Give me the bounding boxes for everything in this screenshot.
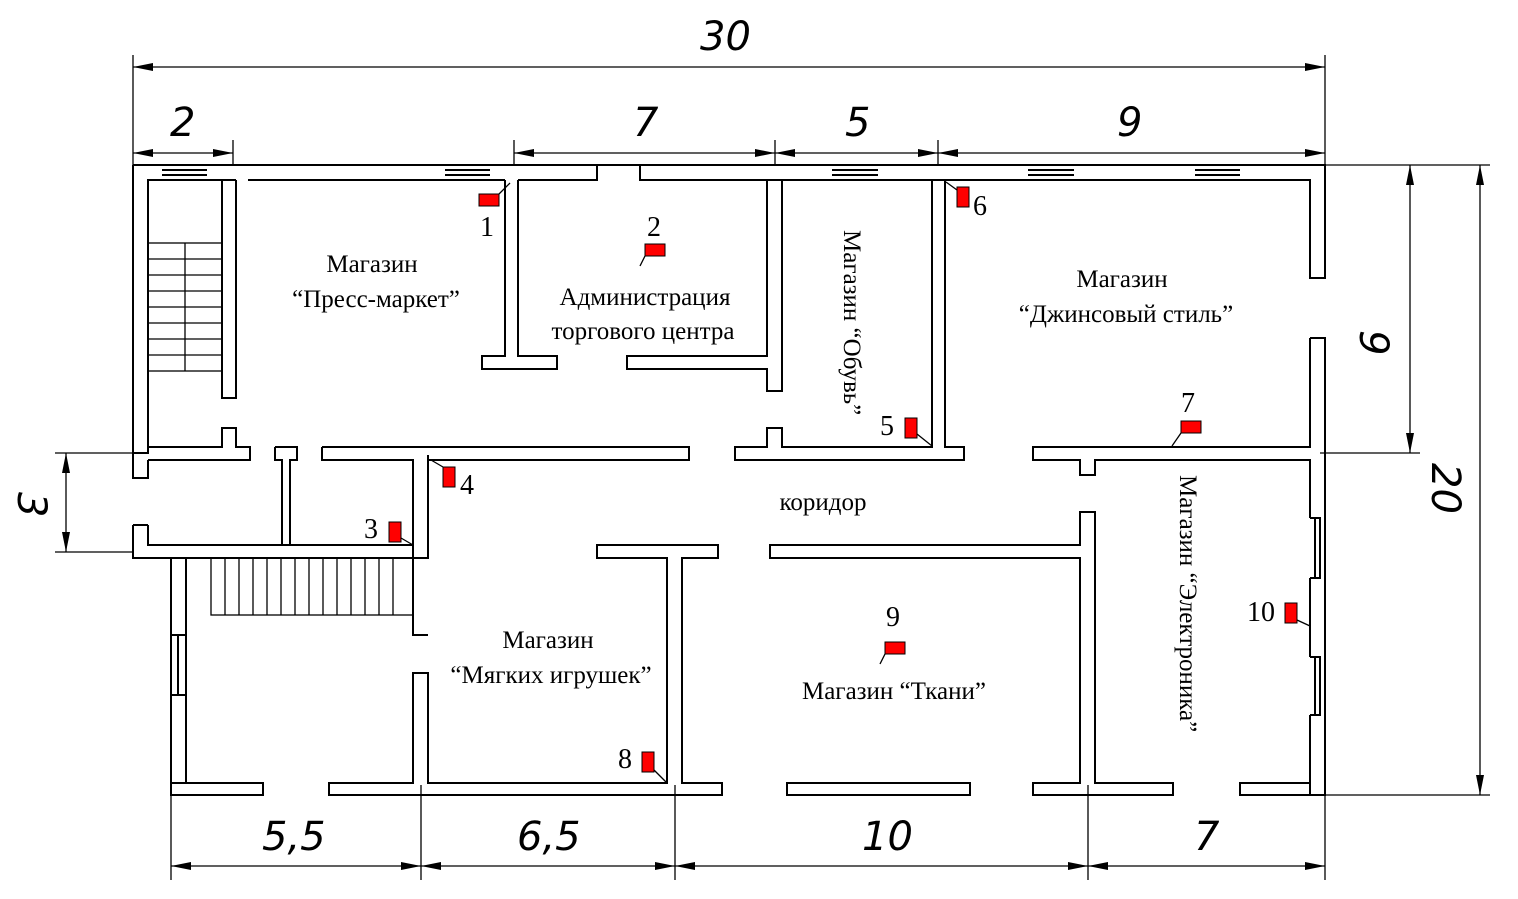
marker-2-label: 2 — [647, 212, 661, 243]
marker-1-label: 1 — [480, 212, 494, 243]
room-corridor: коридор — [780, 489, 867, 516]
room-toys-line1: Магазин — [502, 627, 593, 654]
room-jeans-line2: “Джинсовый стиль” — [1019, 301, 1233, 328]
marker-4: 4 — [430, 459, 474, 501]
marker-5: 5 — [880, 411, 933, 447]
walls — [132, 164, 1326, 796]
room-jeans-line1: Магазин — [1076, 266, 1167, 293]
marker-10: 10 — [1247, 597, 1311, 628]
dim-bottom-4: 7 — [1194, 814, 1220, 860]
marker-1: 1 — [478, 182, 511, 243]
marker-10-label: 10 — [1247, 597, 1275, 628]
room-admin-line2: торгового центра — [552, 318, 735, 345]
room-electronics: Магазин “Электроника” — [1174, 475, 1201, 732]
markers: 1 2 3 4 5 6 7 — [364, 181, 1311, 784]
dim-total-width: 30 — [700, 14, 751, 60]
room-shoes: Магазин “Обувь” — [838, 230, 865, 415]
room-toys-line2: “Мягких игрушек” — [450, 662, 651, 689]
dim-top-jeans: 9 — [1117, 100, 1142, 146]
marker-9-label: 9 — [886, 602, 900, 633]
marker-6-label: 6 — [973, 191, 987, 222]
dim-left-corridor: 3 — [8, 492, 54, 517]
marker-3-label: 3 — [364, 514, 378, 545]
dimension-lines — [55, 55, 1490, 880]
marker-3: 3 — [364, 514, 414, 546]
dim-bottom-1: 5,5 — [262, 814, 326, 860]
room-fabric: Магазин “Ткани” — [802, 678, 986, 705]
upper-staircase — [147, 242, 223, 372]
marker-8-label: 8 — [618, 744, 632, 775]
marker-9: 9 — [879, 602, 906, 665]
dim-right-total: 20 — [1422, 463, 1468, 514]
room-admin-line1: Администрация — [560, 284, 731, 311]
dim-right-upper: 9 — [1350, 330, 1396, 355]
dim-bottom-3: 10 — [862, 814, 913, 860]
lower-staircase — [210, 557, 414, 616]
room-press-market-line2: “Пресс-маркет” — [292, 286, 460, 313]
dim-top-admin: 7 — [633, 100, 659, 146]
dimension-labels: 30 2 7 5 9 9 20 3 5,5 6,5 10 7 — [8, 14, 1468, 860]
dim-top-shoes: 5 — [845, 100, 870, 146]
room-labels: Магазин “Пресс-маркет” Администрация тор… — [292, 230, 1233, 732]
marker-2: 2 — [639, 212, 666, 267]
dim-bottom-2: 6,5 — [517, 814, 581, 860]
marker-4-label: 4 — [460, 470, 474, 501]
dim-top-left: 2 — [170, 100, 195, 146]
marker-7-label: 7 — [1181, 388, 1195, 419]
marker-6: 6 — [945, 181, 987, 222]
marker-8: 8 — [618, 744, 668, 784]
room-press-market-line1: Магазин — [326, 251, 417, 278]
marker-7: 7 — [1171, 388, 1202, 447]
marker-5-label: 5 — [880, 411, 894, 442]
